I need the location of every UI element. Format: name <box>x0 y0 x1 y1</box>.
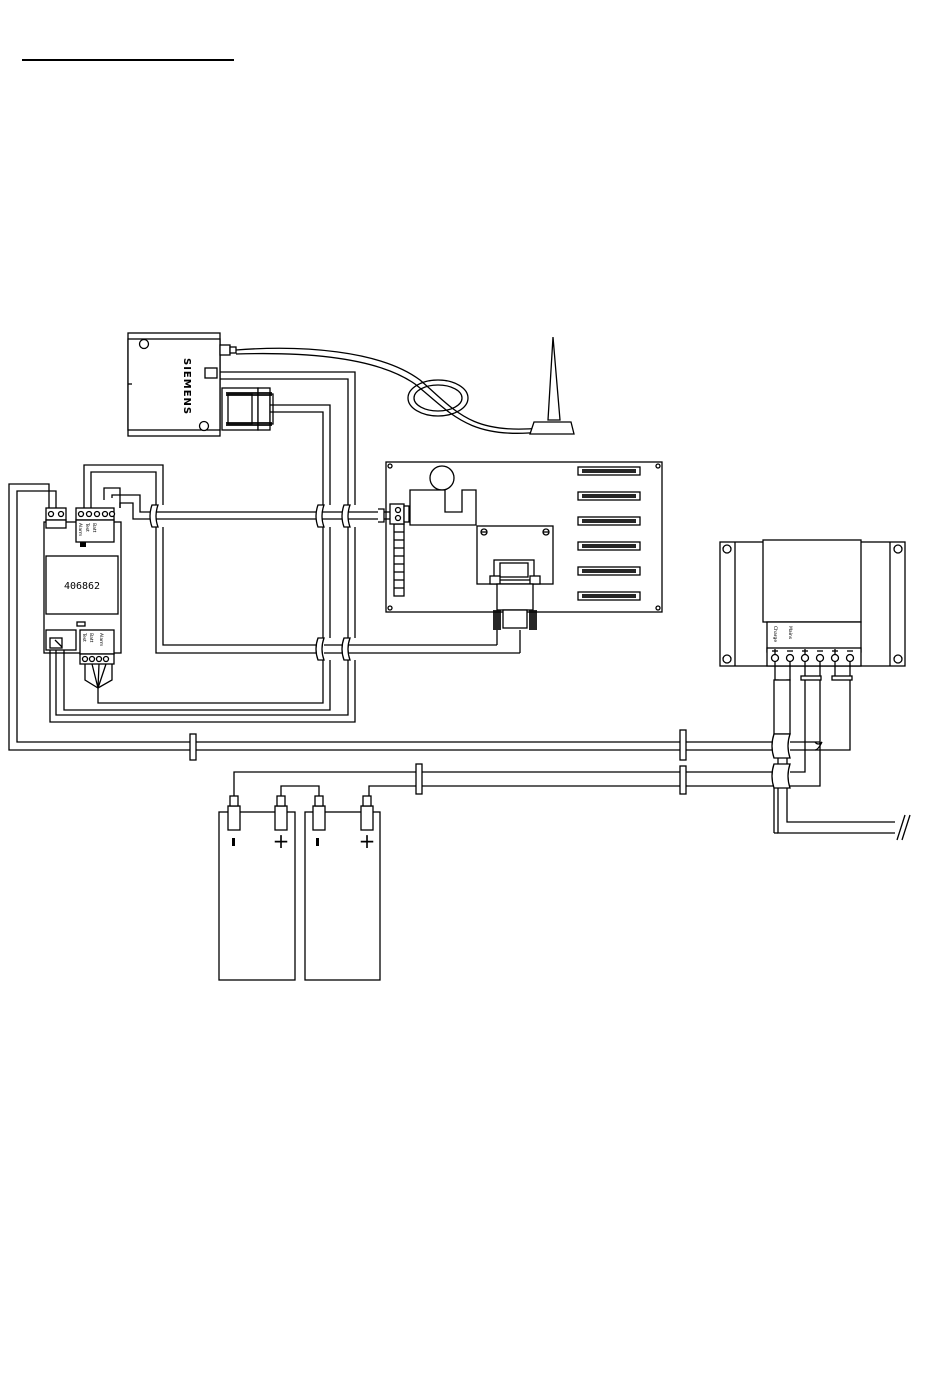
controller-bottom-label-3: Alarm <box>98 633 104 646</box>
battery-2-pos-symbol: + <box>359 829 376 853</box>
controller-top-label-3: Batt <box>91 523 97 533</box>
alarm-controller: Alarm Test Batt 406862 Test Batt Alarm <box>44 508 121 664</box>
controller-bottom-label-2: Batt <box>88 633 94 643</box>
controller-part-number: 406862 <box>64 581 100 592</box>
controller-top-label-2: Test <box>84 522 90 532</box>
controller-top-label-1: Alarm <box>77 523 83 536</box>
battery-1: + <box>219 796 295 980</box>
psu-label-mains: Mains <box>787 626 793 640</box>
power-supply: Charge Mains <box>720 540 905 666</box>
battery-1-pos-symbol: + <box>273 829 290 853</box>
modem-brand: SIEMENS <box>181 358 192 415</box>
antenna <box>236 337 574 434</box>
control-pcb <box>386 462 662 630</box>
battery-2: + <box>305 796 380 980</box>
psu-label-charge: Charge <box>772 626 778 642</box>
controller-bottom-label-1: Test <box>81 632 87 642</box>
